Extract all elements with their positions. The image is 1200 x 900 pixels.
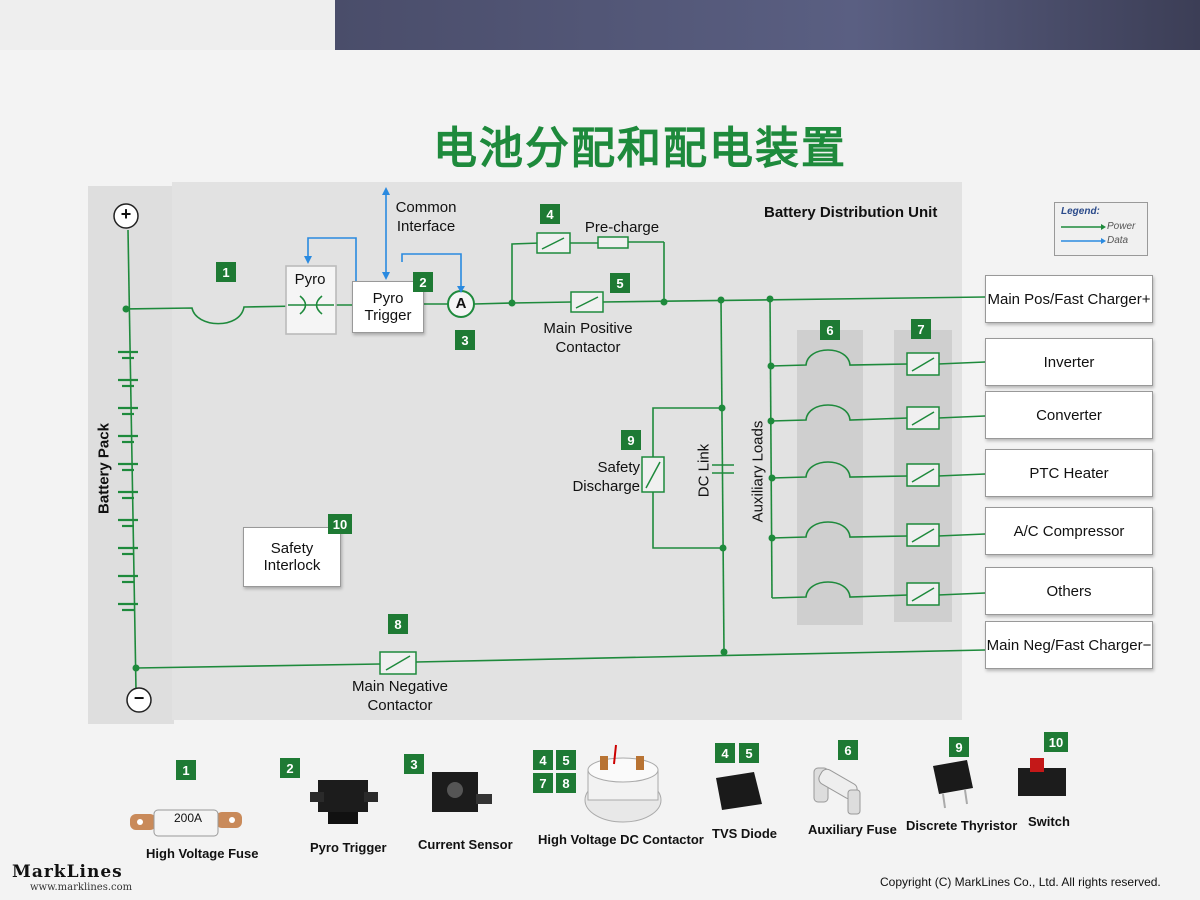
battery-pack-label: Battery Pack	[95, 423, 113, 514]
output-main-pos: Main Pos/Fast Charger+	[985, 275, 1153, 323]
output-inverter-label: Inverter	[1043, 353, 1095, 371]
marklines-url: www.marklines.com	[30, 882, 133, 893]
comp-contactor-badge-5: 5	[556, 750, 576, 770]
comp-fuse-badge: 1	[176, 760, 196, 780]
badge-9: 9	[621, 430, 641, 450]
comp-auxfuse-badge: 6	[838, 740, 858, 760]
comp-thyristor-badge: 9	[949, 737, 969, 757]
comp-contactor-badge-8: 8	[556, 773, 576, 793]
top-banner	[335, 0, 1200, 50]
comp-pyro-badge: 2	[280, 758, 300, 778]
legend-power: Power	[1107, 221, 1136, 232]
positive-terminal-icon: +	[120, 204, 132, 224]
negative-terminal-icon: −	[133, 688, 145, 708]
bdu-title: Battery Distribution Unit	[764, 204, 938, 221]
pyro-label: Pyro	[294, 271, 326, 288]
auxiliary-loads-label: Auxiliary Loads	[749, 420, 767, 523]
legend-title: Legend:	[1061, 206, 1100, 217]
comp-auxfuse-label: Auxiliary Fuse	[808, 822, 897, 837]
page-title: 电池分配和配电装置	[433, 123, 847, 174]
copyright-text: Copyright (C) MarkLines Co., Ltd. All ri…	[880, 875, 1161, 889]
output-ac-compressor-label: A/C Compressor	[1013, 522, 1125, 540]
fuse-marking: 200A	[173, 811, 203, 825]
comp-sensor-badge: 3	[404, 754, 424, 774]
hv-dc-contactor-icon	[584, 744, 662, 823]
output-ptc-heater-label: PTC Heater	[1029, 464, 1109, 482]
output-main-neg: Main Neg/Fast Charger−	[985, 621, 1153, 669]
output-others: Others	[985, 567, 1153, 615]
comp-fuse-label: High Voltage Fuse	[146, 846, 259, 861]
badge-7: 7	[911, 319, 931, 339]
badge-3: 3	[455, 330, 475, 350]
switch-icon	[1018, 758, 1066, 796]
comp-contactor-label: High Voltage DC Contactor	[538, 832, 704, 847]
badge-5: 5	[610, 273, 630, 293]
main-negative-contactor-label: Main Negative Contactor	[352, 678, 448, 714]
pre-charge-label: Pre-charge	[584, 219, 660, 236]
marklines-logo: MarkLines	[12, 862, 123, 882]
current-sensor-icon	[432, 772, 492, 812]
common-interface-label: Common Interface	[395, 199, 457, 235]
dc-link-label: DC Link	[695, 443, 713, 498]
badge-10: 10	[328, 514, 352, 534]
output-ac-compressor: A/C Compressor	[985, 507, 1153, 555]
pyro-trigger-icon	[310, 780, 378, 824]
discrete-thyristor-icon	[933, 760, 973, 809]
battery-pack-panel	[88, 186, 174, 724]
pyro-trigger-label: Pyro Trigger	[364, 290, 412, 324]
badge-6: 6	[820, 320, 840, 340]
legend-arrows	[1061, 224, 1106, 244]
output-ptc-heater: PTC Heater	[985, 449, 1153, 497]
safety-interlock-box: Safety Interlock	[243, 527, 341, 587]
badge-4: 4	[540, 204, 560, 224]
comp-switch-label: Switch	[1028, 814, 1070, 829]
comp-switch-badge: 10	[1044, 732, 1068, 752]
comp-contactor-badge-4: 4	[533, 750, 553, 770]
auxiliary-fuse-icon	[813, 767, 861, 815]
output-main-pos-label: Main Pos/Fast Charger+	[987, 290, 1151, 308]
comp-tvs-badge-4: 4	[715, 743, 735, 763]
safety-discharge-label: Safety Discharge	[572, 459, 640, 495]
tvs-diode-icon	[716, 772, 762, 810]
comp-contactor-badge-7: 7	[533, 773, 553, 793]
badge-8: 8	[388, 614, 408, 634]
comp-thyristor-label: Discrete Thyristor	[906, 818, 1018, 833]
output-converter: Converter	[985, 391, 1153, 439]
comp-tvs-label: TVS Diode	[712, 826, 778, 841]
comp-tvs-badge-5: 5	[739, 743, 759, 763]
legend: Legend: Power Data	[1054, 202, 1148, 256]
pyro-trigger-box: Pyro Trigger	[352, 281, 424, 333]
comp-sensor-label: Current Sensor	[418, 837, 513, 852]
output-converter-label: Converter	[1036, 406, 1102, 424]
comp-pyro-label: Pyro Trigger	[310, 840, 387, 855]
ammeter-icon: A	[455, 295, 467, 312]
output-main-neg-label: Main Neg/Fast Charger−	[986, 636, 1152, 654]
badge-1: 1	[216, 262, 236, 282]
high-voltage-fuse-icon	[130, 809, 242, 837]
main-positive-contactor-label: Main Positive Contactor	[543, 320, 633, 356]
output-others-label: Others	[1046, 582, 1092, 600]
output-inverter: Inverter	[985, 338, 1153, 386]
safety-interlock-label: Safety Interlock	[263, 540, 321, 574]
badge-2: 2	[413, 272, 433, 292]
legend-data: Data	[1107, 235, 1129, 246]
